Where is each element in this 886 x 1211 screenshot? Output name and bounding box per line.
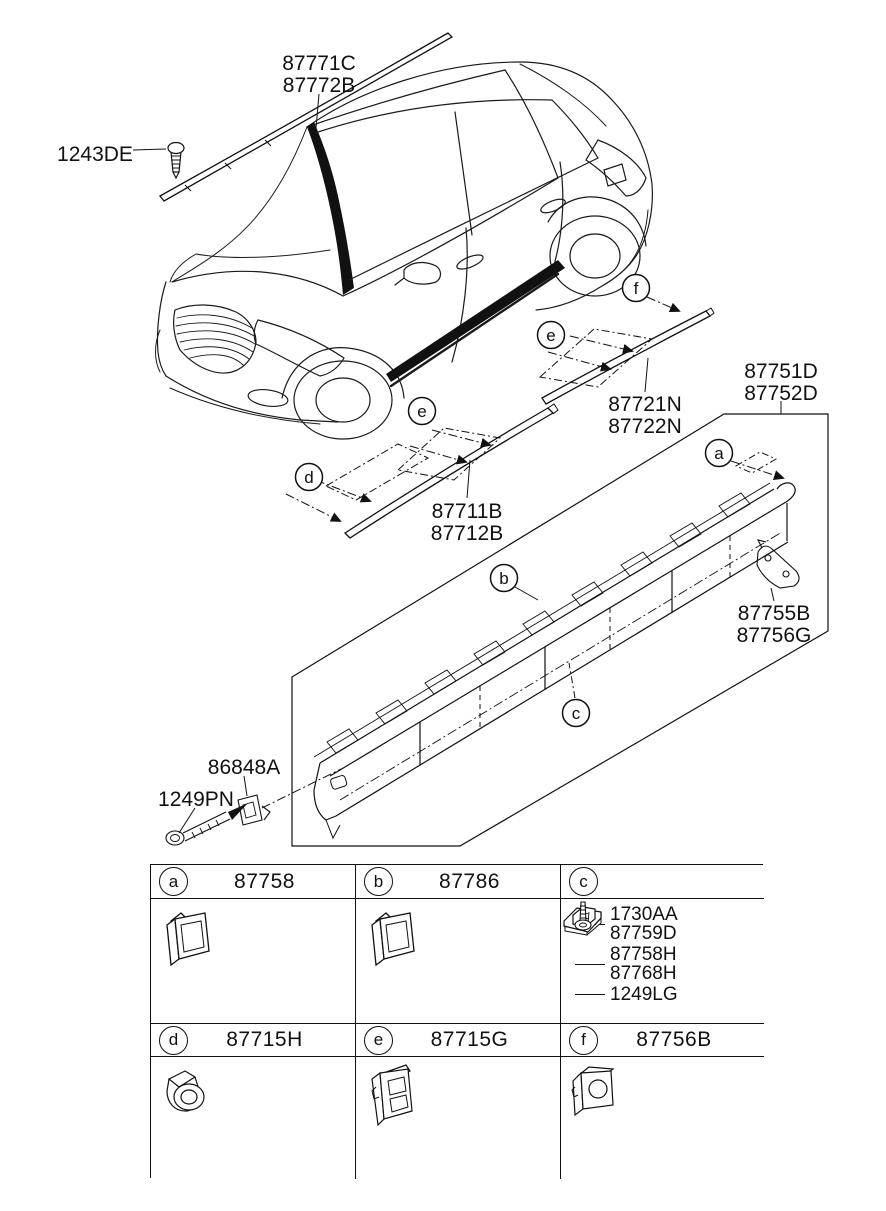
table-cell-e bbox=[356, 1057, 561, 1179]
rear-door-moulding-part bbox=[541, 307, 715, 405]
clip-icon-a bbox=[166, 912, 210, 967]
clip-icon-b bbox=[371, 912, 415, 967]
rear-door-handle bbox=[540, 198, 566, 214]
callout-e-rear: e bbox=[536, 320, 566, 350]
sill-assembly-box bbox=[291, 413, 829, 847]
label-roof-screw: 1243DE bbox=[57, 143, 133, 166]
front-wheel bbox=[293, 360, 393, 440]
fuel-door bbox=[603, 163, 627, 187]
svg-text:e: e bbox=[546, 326, 555, 345]
svg-text:f: f bbox=[634, 279, 639, 298]
part-number-e: 87715G bbox=[430, 1028, 509, 1051]
c-item-3: 1249LG bbox=[574, 901, 760, 1005]
label-rear-door-moulding-1: 87721N bbox=[608, 393, 682, 416]
table-cell-b bbox=[356, 899, 561, 1024]
fog-lamp bbox=[247, 389, 289, 407]
table-header-d: d 87715H bbox=[151, 1024, 356, 1057]
callout-a: a bbox=[704, 438, 734, 468]
front-wheel-arch bbox=[281, 347, 405, 399]
c-part-87768H: 87768H bbox=[610, 963, 677, 984]
svg-text:c: c bbox=[572, 704, 581, 723]
callout-e-table: e bbox=[364, 1025, 393, 1055]
rear-wheel bbox=[549, 215, 641, 297]
callout-b: b bbox=[489, 563, 519, 593]
grille-slats bbox=[175, 314, 256, 366]
slot-clip-icon bbox=[371, 1064, 413, 1127]
table-header-f: f 87756B bbox=[561, 1024, 764, 1057]
label-side-sill-1: 87751D bbox=[744, 360, 818, 383]
c-leader bbox=[568, 662, 576, 699]
table-cell-d bbox=[151, 1057, 356, 1179]
parts-table: a 87758 b 87786 c bbox=[150, 864, 764, 1179]
table-header-e: e 87715G bbox=[356, 1024, 561, 1057]
callout-a-table: a bbox=[159, 867, 188, 896]
side-sill-moulding-part bbox=[313, 482, 796, 840]
c-part-1730AA: 1730AA bbox=[610, 904, 678, 925]
callout-c: c bbox=[561, 698, 591, 728]
rocker-black-band bbox=[386, 260, 565, 382]
label-sill-end-bracket-1: 87755B bbox=[738, 602, 810, 625]
roof-moulding-part bbox=[159, 32, 454, 202]
car-illustration bbox=[155, 61, 653, 440]
exploded-diagram: 87771C 87772B 1243DE 87721N 87722N 87751… bbox=[57, 32, 829, 847]
c-part-87759D: 87759D bbox=[610, 923, 677, 944]
front-door-moulding-part bbox=[343, 403, 559, 539]
side-mirror bbox=[403, 261, 442, 285]
label-sill-screw: 1249PN bbox=[158, 788, 234, 811]
c-part-1249LG: 1249LG bbox=[610, 984, 678, 1005]
sill-clip-leader bbox=[261, 768, 342, 809]
table-header-b: b 87786 bbox=[356, 865, 561, 899]
b-leader bbox=[514, 586, 539, 601]
label-leaders bbox=[132, 93, 782, 834]
label-rear-door-moulding-2: 87722N bbox=[608, 415, 682, 438]
label-sill-clip: 86848A bbox=[208, 756, 280, 779]
c-item-3-leader bbox=[575, 994, 605, 995]
c-item-2-leader bbox=[575, 963, 605, 965]
table-cell-f bbox=[561, 1057, 764, 1179]
clip-position-marker-a bbox=[730, 451, 785, 480]
callout-f-table: f bbox=[569, 1025, 598, 1055]
c-part-87758H: 87758H bbox=[610, 944, 677, 965]
label-side-sill-2: 87752D bbox=[744, 382, 818, 405]
svg-text:d: d bbox=[304, 468, 313, 487]
sill-end-bracket-part bbox=[756, 539, 800, 589]
callout-f: f bbox=[621, 273, 651, 303]
callout-b-table: b bbox=[364, 867, 393, 896]
svg-text:e: e bbox=[417, 402, 426, 421]
sill-clip-icon bbox=[237, 794, 271, 826]
table-cell-a bbox=[151, 899, 356, 1024]
callout-circles: f e e d a b c bbox=[294, 273, 734, 728]
tail-lamp bbox=[585, 139, 647, 197]
callout-c-table: c bbox=[569, 867, 598, 896]
label-front-door-moulding-1: 87711B bbox=[432, 500, 503, 523]
callout-e-front: e bbox=[407, 396, 437, 426]
svg-text:a: a bbox=[714, 444, 724, 463]
roof-screw-icon bbox=[167, 141, 185, 180]
part-number-b: 87786 bbox=[439, 869, 500, 893]
sill-screw-icon bbox=[165, 803, 248, 846]
screw-icon-1249lg bbox=[574, 901, 592, 931]
part-number-a: 87758 bbox=[234, 869, 295, 893]
c-item-2: 87758H 87768H bbox=[563, 906, 760, 984]
label-front-door-moulding-2: 87712B bbox=[431, 522, 503, 545]
grommet-clip-icon bbox=[166, 1070, 205, 1112]
table-header-a: a 87758 bbox=[151, 865, 356, 899]
callout-d: d bbox=[294, 462, 324, 492]
callout-d-table: d bbox=[159, 1025, 188, 1055]
a-pillar-black-tape bbox=[307, 122, 354, 295]
label-roof-moulding-1: 87771C bbox=[282, 52, 356, 75]
label-sill-end-bracket-2: 87756G bbox=[737, 624, 812, 647]
headlight bbox=[253, 319, 345, 377]
table-cell-c: 1730AA 87759D 87758H 87768H bbox=[561, 899, 764, 1024]
clip-position-markers-rear bbox=[538, 296, 681, 388]
hole-clip-icon bbox=[571, 1066, 615, 1117]
front-door-handle bbox=[456, 254, 484, 270]
part-number-f: 87756B bbox=[636, 1028, 712, 1051]
table-header-c: c bbox=[561, 865, 764, 899]
svg-text:b: b bbox=[499, 569, 508, 588]
part-number-d: 87715H bbox=[226, 1028, 303, 1051]
label-roof-moulding-2: 87772B bbox=[283, 74, 355, 97]
